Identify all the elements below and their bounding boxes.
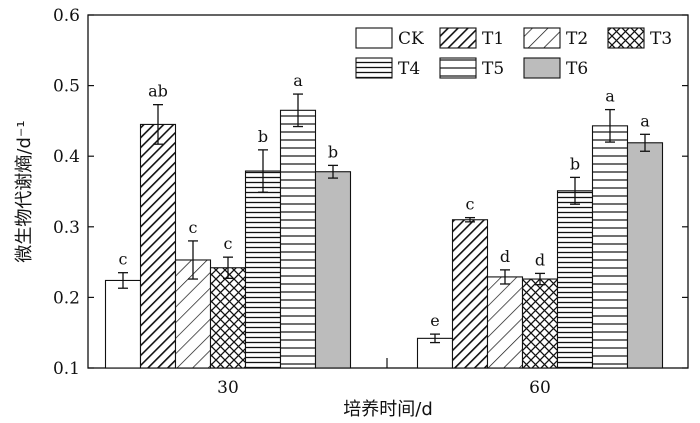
y-tick-label: 0.6 (53, 6, 80, 26)
legend-swatch-t3 (607, 27, 645, 49)
bar-t4-60 (556, 190, 594, 369)
y-tick-label: 0.4 (53, 147, 80, 167)
legend-label-t3: T3 (650, 29, 672, 49)
bar-t5-30 (279, 109, 317, 369)
legend-label-ck: CK (398, 29, 424, 49)
y-tick-label: 0.2 (53, 288, 80, 308)
significance-label: c (466, 195, 475, 214)
significance-label: b (328, 142, 338, 161)
bar-t3-60 (521, 278, 559, 369)
significance-label: d (500, 247, 510, 266)
bar-t1-30 (139, 123, 177, 369)
significance-label: b (570, 154, 580, 173)
legend-label-t6: T6 (566, 59, 588, 79)
legend-swatch-t2 (523, 27, 561, 49)
significance-label: a (605, 87, 615, 106)
significance-label: a (293, 71, 303, 90)
bar-t3-30 (209, 267, 247, 369)
legend-swatch-t6 (523, 57, 561, 79)
y-axis-title: 微生物代谢熵/d⁻¹ (14, 120, 35, 262)
bar-t6-30 (314, 171, 352, 369)
bar-ck-30 (104, 279, 142, 369)
significance-label: b (258, 127, 268, 146)
significance-label: c (224, 234, 233, 253)
significance-label: e (430, 311, 439, 330)
y-tick-label: 0.1 (53, 359, 80, 379)
significance-label: a (640, 111, 650, 130)
y-tick-label: 0.5 (53, 77, 80, 97)
significance-label: d (535, 250, 545, 269)
x-axis-title: 培养时间/d (343, 399, 433, 420)
legend-swatch-t1 (439, 27, 477, 49)
legend-swatch-ck (355, 27, 393, 49)
bar-t6-60 (626, 142, 664, 369)
legend-label-t4: T4 (398, 59, 420, 79)
bar-ck-60 (416, 337, 454, 369)
significance-label: c (189, 218, 198, 237)
legend-swatch-t5 (439, 57, 477, 79)
legend-label-t2: T2 (566, 29, 588, 49)
axes-group: 0.1 0.2 0.3 0.4 0.5 0.6 30 60 (53, 6, 689, 398)
y-tick-label: 0.3 (53, 218, 80, 238)
legend-label-t1: T1 (482, 29, 504, 49)
significance-label: ab (148, 82, 168, 101)
x-tick-label: 60 (529, 378, 551, 398)
plot-frame (87, 14, 689, 369)
significance-label: c (119, 250, 128, 269)
bar-t1-60 (451, 219, 489, 369)
bar-t2-60 (486, 276, 524, 369)
legend-label-t5: T5 (482, 59, 504, 79)
bar-t4-30 (244, 170, 282, 369)
bar-t5-60 (591, 125, 629, 369)
x-tick-label: 30 (217, 378, 239, 398)
legend-swatch-t4 (355, 57, 393, 79)
